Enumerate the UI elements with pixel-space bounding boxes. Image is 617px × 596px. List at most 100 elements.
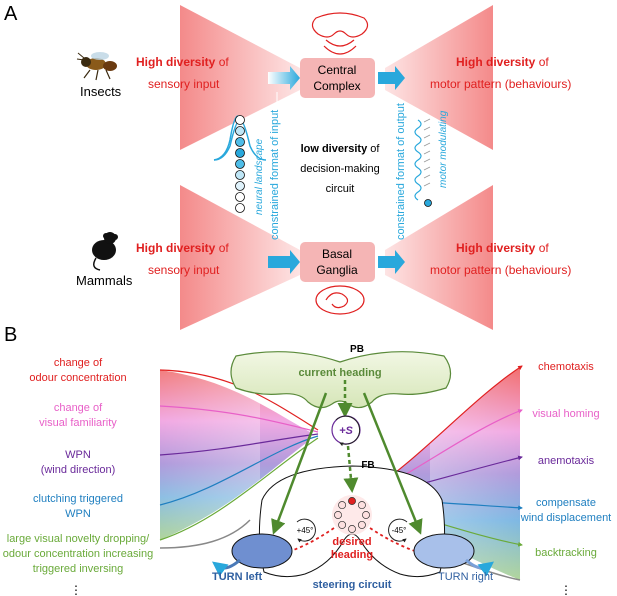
ring-dots <box>334 497 370 533</box>
turn-left-label: TURN left <box>212 571 262 583</box>
motor-tick <box>423 134 431 139</box>
input-label: WPN <box>65 449 91 461</box>
output-label: visual homing <box>532 408 599 420</box>
protocerebral-bridge <box>230 351 452 409</box>
center-text-1: low diversity of <box>301 143 381 155</box>
mouse-icon <box>92 232 118 271</box>
basal-ganglia-box <box>300 242 375 282</box>
bottom-input-label-2: sensory input <box>148 263 220 277</box>
bottom-input-funnel <box>180 185 300 330</box>
input-label: clutching triggered <box>33 493 123 505</box>
turn-right-arrow <box>465 558 495 577</box>
heading-dot <box>338 520 347 529</box>
heading-dot <box>357 520 366 529</box>
bottom-output-arrow <box>378 250 405 274</box>
basal-ganglia-label-2: Ganglia <box>316 263 358 277</box>
central-complex-label-1: Central <box>318 63 357 77</box>
bottom-input-arrow <box>268 250 300 274</box>
pb-label: PB <box>350 344 364 355</box>
right-ellipsis: ⋮ <box>560 583 572 596</box>
turn-left-arrow <box>211 558 241 577</box>
left-steering-neuron <box>231 533 293 569</box>
input-label: odour concentration increasing <box>3 548 153 560</box>
neuron-circle <box>235 192 245 202</box>
insects-label: Insects <box>80 84 122 99</box>
neuron-circle <box>235 159 245 169</box>
constrained-input-label: constrained format of input <box>269 110 281 240</box>
central-complex-outline <box>311 12 369 38</box>
output-label: backtracking <box>535 547 597 559</box>
output-label: wind displacement <box>520 512 612 524</box>
neuron-circle <box>235 126 245 136</box>
bottom-output-funnel <box>385 185 493 330</box>
neuron-circle <box>235 203 245 213</box>
mammals-label: Mammals <box>76 273 133 288</box>
neuron-circle <box>235 181 245 191</box>
neuron-circle <box>235 137 245 147</box>
input-label: change of <box>54 357 103 369</box>
motor-wave <box>414 119 422 201</box>
basal-ganglia-outline <box>315 285 365 315</box>
input-label: large visual novelty dropping/ <box>7 533 150 545</box>
neuron-circle <box>235 170 245 180</box>
top-input-label-2: sensory input <box>148 77 220 91</box>
rotate-plus45-icon <box>296 518 316 543</box>
neuron-circle <box>235 148 245 158</box>
motor-tick <box>423 158 431 163</box>
motor-output-dot <box>424 199 432 207</box>
bottom-input-label-1: High diversity of <box>136 241 229 255</box>
neuron-column <box>235 115 245 213</box>
plus-s-label: +S <box>339 425 353 437</box>
output-label: compensate <box>536 497 596 509</box>
panel-b-label: B <box>4 324 17 346</box>
pb-to-right-arrow <box>362 392 423 535</box>
center-text-2: decision-making <box>300 163 379 175</box>
motor-modulating-label: motor modulating <box>438 110 449 188</box>
minus45-label: -45° <box>392 526 407 535</box>
top-output-funnel <box>385 5 493 150</box>
constrained-output-label: constrained format of output <box>395 103 407 240</box>
input-label: change of <box>54 402 103 414</box>
bottom-output-label-2: motor pattern (behaviours) <box>430 263 571 277</box>
top-output-arrow <box>378 66 405 90</box>
right-steer-signal <box>369 527 430 558</box>
motor-tick <box>423 126 431 131</box>
central-complex-label-2: Complex <box>313 79 360 93</box>
turn-right-label: TURN right <box>438 571 493 583</box>
motor-ticks <box>423 118 431 187</box>
top-input-funnel <box>180 5 300 150</box>
center-text-3: circuit <box>326 183 355 195</box>
input-label: WPN <box>65 508 91 520</box>
fb-label: FB <box>361 460 374 471</box>
neuron-circle <box>235 115 245 125</box>
plus45-label: +45° <box>297 526 314 535</box>
motor-tick <box>423 182 431 187</box>
left-ellipsis: ⋮ <box>70 583 82 596</box>
current-heading-label: current heading <box>298 367 381 379</box>
active-heading-dot <box>348 497 356 505</box>
panel-a-label: A <box>4 3 18 25</box>
bottom-output-label-1: High diversity of <box>456 241 549 255</box>
rotate-minus45-icon <box>388 518 408 543</box>
input-label: (wind direction) <box>41 464 116 476</box>
top-output-label-2: motor pattern (behaviours) <box>430 77 571 91</box>
top-input-label-1: High diversity of <box>136 55 229 69</box>
desired-heading-label-2: heading <box>331 549 373 561</box>
motor-tick <box>423 166 431 171</box>
motor-tick <box>423 174 431 179</box>
input-label: odour concentration <box>29 372 126 384</box>
bee-icon <box>76 52 117 81</box>
motor-tick <box>423 142 431 147</box>
heading-dot <box>362 511 370 519</box>
desired-heading-label-1: desired <box>332 536 371 548</box>
right-steering-neuron <box>413 533 475 569</box>
heading-dot <box>348 525 356 533</box>
output-label: anemotaxis <box>538 455 595 467</box>
central-complex-box <box>300 58 375 98</box>
heading-dot <box>338 501 347 510</box>
motor-tick <box>423 150 431 155</box>
